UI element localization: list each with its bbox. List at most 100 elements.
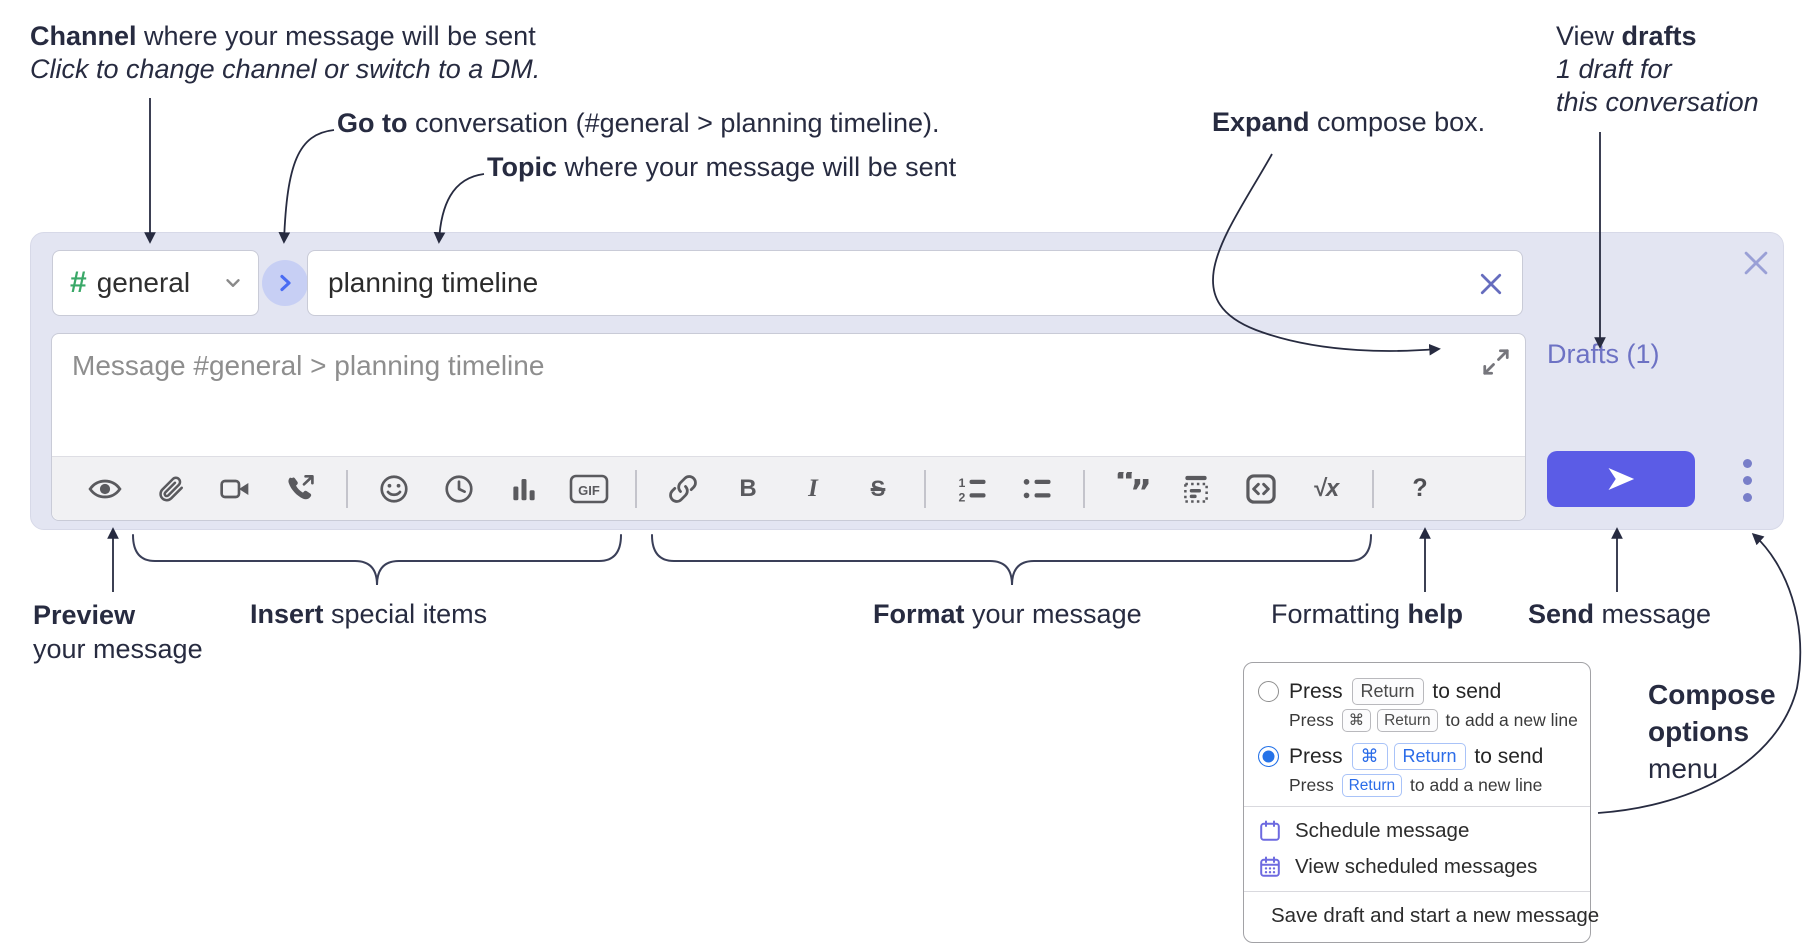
attach-file-button[interactable] bbox=[145, 464, 195, 514]
preview-annotation: Preview your message bbox=[33, 600, 203, 664]
return-keycap: Return bbox=[1341, 774, 1403, 797]
expand-compose-button[interactable] bbox=[1481, 346, 1513, 378]
code-button[interactable] bbox=[1236, 464, 1286, 514]
cmd-keycap: ⌘ bbox=[1341, 709, 1372, 732]
toolbar-divider bbox=[1372, 469, 1374, 508]
phone-call-icon bbox=[288, 474, 314, 499]
compose-options-annotation: Compose options menu bbox=[1648, 679, 1776, 784]
emoji-button[interactable] bbox=[369, 464, 419, 514]
channel-annotation-lead: Channel bbox=[30, 21, 137, 51]
toolbar-divider bbox=[346, 469, 348, 508]
voice-call-button[interactable] bbox=[275, 464, 325, 514]
return-keycap: Return bbox=[1351, 678, 1424, 705]
chevron-down-icon bbox=[226, 279, 240, 287]
clear-topic-button[interactable] bbox=[1476, 268, 1508, 300]
video-call-button[interactable] bbox=[210, 464, 260, 514]
expand-annotation: Expand compose box. bbox=[1212, 107, 1486, 137]
clock-icon bbox=[445, 474, 473, 503]
message-input[interactable] bbox=[52, 334, 1525, 456]
strikethrough-button[interactable]: S bbox=[853, 464, 903, 514]
compose-options-popup: Press Return to send Press ⌘Return to ad… bbox=[1243, 662, 1599, 943]
channel-annotation-rest: where your message will be sent bbox=[136, 21, 536, 51]
svg-text:“: “ bbox=[1114, 472, 1136, 500]
send-annotation: Send message bbox=[1528, 599, 1712, 629]
goto-annotation: Go to conversation (#general > planning … bbox=[337, 108, 940, 138]
close-compose-button[interactable] bbox=[1739, 245, 1775, 281]
spoiler-button[interactable] bbox=[1171, 464, 1221, 514]
menu-item-save-draft[interactable]: Save draft and start a new message bbox=[1258, 898, 1599, 934]
cmd-keycap: ⌘ bbox=[1351, 743, 1388, 770]
radio-unselected[interactable] bbox=[1258, 681, 1279, 702]
chevron-right-icon bbox=[280, 274, 291, 292]
view-drafts-annotation: View drafts 1 draft for this conversatio… bbox=[1556, 21, 1759, 117]
code-icon bbox=[1246, 473, 1276, 504]
calendar-grid-icon bbox=[1260, 856, 1280, 877]
topic-annotation: Topic where your message will be sent bbox=[487, 152, 957, 182]
svg-text:2: 2 bbox=[958, 490, 965, 504]
svg-text:”: ” bbox=[1130, 472, 1150, 505]
add-poll-button[interactable] bbox=[499, 464, 549, 514]
numbered-list-button[interactable]: 1 2 bbox=[947, 464, 997, 514]
radio-selected[interactable] bbox=[1258, 746, 1279, 767]
math-button[interactable]: √x bbox=[1301, 464, 1351, 514]
send-shortcut-option-subtext: Press ⌘Return to add a new line bbox=[1289, 709, 1578, 732]
go-to-conversation-button[interactable] bbox=[262, 260, 308, 306]
x-icon bbox=[1480, 273, 1502, 295]
toolbar-divider bbox=[1083, 469, 1085, 508]
popup-divider bbox=[1244, 891, 1590, 892]
expand-diagonal-icon bbox=[1483, 349, 1509, 375]
eye-icon bbox=[88, 479, 122, 498]
send-shortcut-option-row[interactable]: Press ⌘Return to send bbox=[1258, 741, 1574, 772]
spoiler-icon bbox=[1184, 475, 1208, 503]
gif-button[interactable]: GIF bbox=[564, 464, 614, 514]
channel-name: general bbox=[96, 267, 191, 298]
compose-options-menu-button[interactable] bbox=[1721, 453, 1773, 507]
add-global-time-button[interactable] bbox=[434, 464, 484, 514]
channel-annotation-line2: Click to change channel or switch to a D… bbox=[30, 54, 541, 84]
preview-button[interactable] bbox=[80, 464, 130, 514]
message-area: GIF B I bbox=[51, 333, 1526, 521]
compose-toolbar: GIF B I bbox=[52, 456, 1525, 520]
toolbar-divider bbox=[635, 469, 637, 508]
send-button[interactable] bbox=[1547, 451, 1695, 507]
send-shortcut-option-row[interactable]: Press Return to send bbox=[1258, 676, 1574, 707]
bulleted-list-icon bbox=[1023, 478, 1051, 498]
x-icon bbox=[1744, 251, 1768, 275]
topic-input[interactable] bbox=[308, 251, 1522, 315]
compose-box: # general bbox=[30, 232, 1784, 530]
link-button[interactable] bbox=[658, 464, 708, 514]
return-keycap: Return bbox=[1377, 709, 1438, 732]
quote-icon: “ ” bbox=[1114, 472, 1150, 506]
video-camera-icon bbox=[220, 479, 249, 498]
bold-icon: B bbox=[739, 474, 757, 502]
smiley-icon bbox=[380, 474, 408, 503]
bar-chart-icon bbox=[513, 478, 535, 500]
quote-button[interactable]: “ ” bbox=[1106, 464, 1156, 514]
insert-annotation: Insert special items bbox=[250, 599, 488, 629]
italic-button[interactable]: I bbox=[788, 464, 838, 514]
topic-field bbox=[307, 250, 1523, 316]
bulleted-list-button[interactable] bbox=[1012, 464, 1062, 514]
channel-selector[interactable]: # general bbox=[52, 250, 259, 316]
message-formatting-help-button[interactable]: ? bbox=[1395, 464, 1445, 514]
numbered-list-icon: 1 2 bbox=[958, 476, 986, 504]
gif-icon: GIF bbox=[569, 474, 609, 503]
menu-item-schedule-message[interactable]: Schedule message bbox=[1258, 813, 1574, 849]
menu-item-view-scheduled-messages[interactable]: View scheduled messages bbox=[1258, 849, 1574, 885]
svg-text:GIF: GIF bbox=[578, 483, 600, 498]
svg-text:1: 1 bbox=[958, 476, 965, 490]
format-annotation: Format your message bbox=[873, 599, 1142, 629]
question-mark-icon: ? bbox=[1412, 474, 1428, 502]
channel-annotation: Channel where your message will be sent … bbox=[30, 20, 540, 86]
calendar-icon bbox=[1260, 820, 1280, 841]
popup-divider bbox=[1244, 806, 1590, 807]
drafts-link[interactable]: Drafts (1) bbox=[1547, 339, 1660, 369]
italic-icon: I bbox=[808, 474, 818, 502]
paperclip-icon bbox=[159, 476, 183, 501]
bold-button[interactable]: B bbox=[723, 464, 773, 514]
toolbar-divider bbox=[924, 469, 926, 508]
send-shortcut-option-subtext: Press Return to add a new line bbox=[1289, 774, 1543, 797]
send-arrow-icon bbox=[1608, 468, 1635, 490]
math-icon: √x bbox=[1312, 474, 1340, 502]
